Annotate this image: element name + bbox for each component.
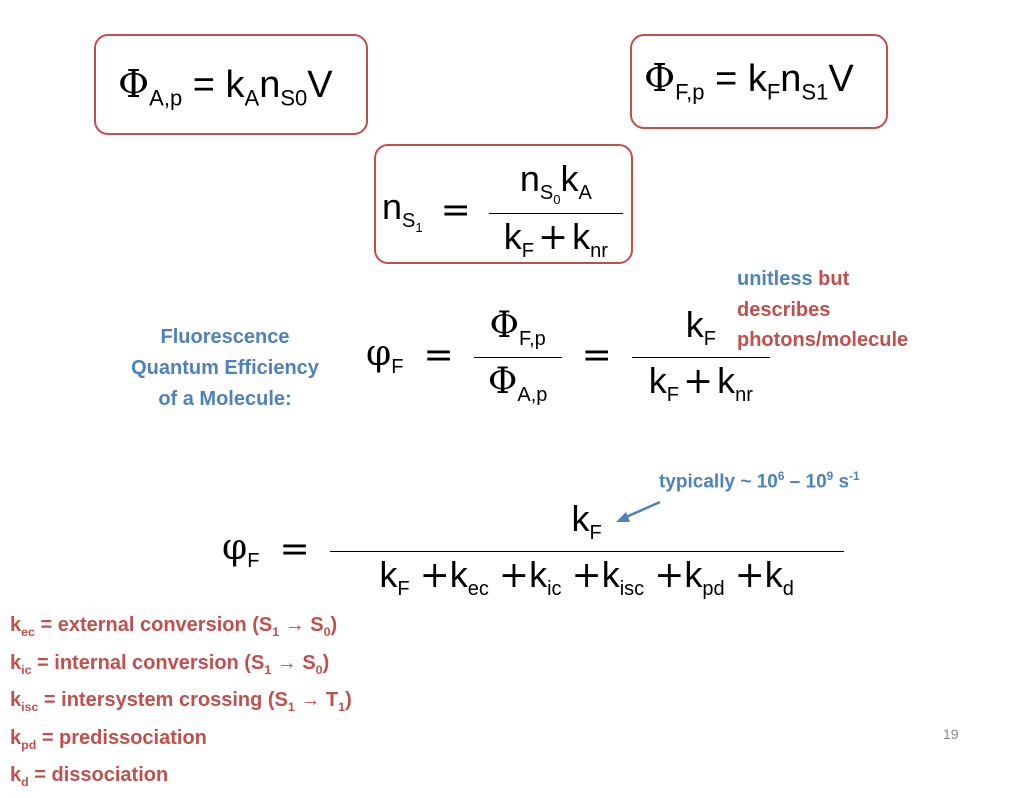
definition-ic: kic = internal conversion (S1 → S0) — [10, 651, 330, 677]
fluorescence-rate-box: ΦF,p = kFnS1V — [630, 34, 888, 129]
flux-ratio-fraction: ΦF,p ΦA,p — [473, 304, 562, 407]
excited-population-equation: nS1 = nS0kA kF+knr — [382, 158, 623, 263]
absorption-rate-box: ΦA,p = kAnS0V — [94, 34, 368, 135]
rate-ratio-fraction: kF kF+knr — [631, 304, 770, 407]
excited-population-fraction: nS0kA kF+knr — [488, 158, 623, 263]
unitless-note: unitless but describes photons/molecule — [737, 268, 909, 351]
page-number: 19 — [943, 726, 959, 742]
rate-sum-denominator: kF +kec +kic +kisc +kpd +kd — [379, 554, 794, 601]
full-rate-fraction: kF kF +kec +kic +kisc +kpd +kd — [329, 498, 844, 601]
full-quantum-efficiency-equation: φF = kF kF +kec +kic +kisc +kpd +kd — [222, 498, 844, 601]
definition-d: kd = dissociation — [10, 764, 169, 789]
definition-pd: kpd = predissociation — [10, 726, 207, 752]
absorption-rate-equation: ΦA,p = kAnS0V — [118, 62, 333, 111]
typical-rate-note: typically ~ 106 – 109 s-1 — [659, 470, 860, 493]
quantum-efficiency-label: Fluorescence Quantum Efficiency of a Mol… — [131, 326, 319, 410]
definition-ec: kec = external conversion (S1 → S0) — [10, 614, 338, 639]
fluorescence-rate-equation: ΦF,p = kFnS1V — [644, 56, 854, 105]
pointer-arrow-icon — [616, 500, 661, 522]
rate-definitions-list: kec = external conversion (S1 → S0) kic … — [10, 610, 352, 798]
definition-isc: kisc = intersystem crossing (S1 → T1) — [10, 689, 352, 714]
quantum-efficiency-equation: φF = ΦF,p ΦA,p = kF kF+knr — [366, 304, 770, 407]
excited-population-box: nS1 = nS0kA kF+knr — [374, 144, 633, 264]
